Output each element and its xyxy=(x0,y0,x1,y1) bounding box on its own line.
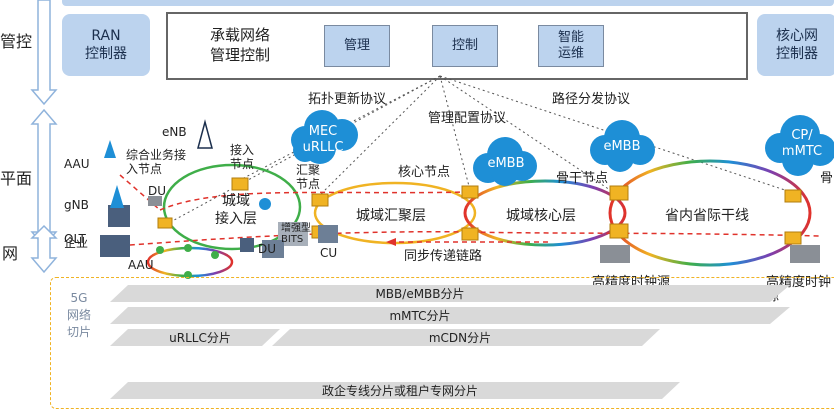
access-node-label: 接入 节点 xyxy=(230,143,255,171)
backbone-node-box-1 xyxy=(609,185,629,201)
slice-mcdn[interactable]: mCDN分片 xyxy=(428,331,492,345)
aau-bottom-label: AAU xyxy=(128,258,154,272)
arrow-access-double xyxy=(30,224,58,274)
slice-band-mcdn xyxy=(272,329,660,346)
integrated-access-node-box xyxy=(157,217,173,229)
core-node-box-2 xyxy=(461,227,479,241)
slice-mbb[interactable]: MBB/eMBB分片 xyxy=(375,287,465,301)
aau-top-label: AAU xyxy=(64,157,90,171)
cu-label: CU xyxy=(320,246,338,260)
slice-band-enterprise xyxy=(110,382,680,399)
cloud-label-embb-core: eMBB xyxy=(487,156,525,171)
slicing-label: 5G 网络 切片 xyxy=(66,291,91,339)
core-ring xyxy=(463,179,627,247)
slice-band-mmtc xyxy=(110,307,790,324)
cloud-label-embb-backbone: eMBB xyxy=(603,139,641,154)
backbone-ring-label: 省内省际干线 xyxy=(665,208,749,224)
gnb-label: gNB xyxy=(64,198,89,212)
aggregation-node-box-1 xyxy=(311,193,329,207)
cu-icon xyxy=(318,225,338,243)
layer-arrows xyxy=(30,0,58,274)
access-ring-label: 城域 接入层 xyxy=(215,193,257,227)
aggregation-node-label: 汇聚 节点 xyxy=(296,163,321,191)
backbone-ring xyxy=(608,159,812,267)
side-label-access-net: 网 xyxy=(2,244,19,263)
sync-arrow-head xyxy=(386,238,396,246)
sync-link-label: 同步传递链路 xyxy=(404,249,483,264)
aggregation-ring-label: 城域汇聚层 xyxy=(356,208,426,224)
slice-band-urllc xyxy=(110,329,280,346)
core-ring-label: 城域核心层 xyxy=(506,208,576,224)
management-button[interactable]: 管理 xyxy=(324,25,390,67)
cloud-label-mec-urllc: MEC uRLLC xyxy=(302,124,344,155)
top-banner xyxy=(62,0,834,6)
slice-bands xyxy=(110,285,790,399)
backbone-node-box-3 xyxy=(784,189,802,203)
enhanced-bits-label: 增强型 BITS xyxy=(281,223,311,245)
control-button[interactable]: 控制 xyxy=(432,25,498,67)
backbone-node-label: 骨干节点 xyxy=(556,171,609,186)
cloud-mec-urllc xyxy=(291,110,358,164)
slice-enterprise[interactable]: 政企专线分片或租户专网分片 xyxy=(321,384,478,398)
clock-source-1 xyxy=(600,245,630,263)
core-node-box-1 xyxy=(461,185,479,199)
du-top-label: DU xyxy=(148,184,167,198)
topology-update-protocol: 拓扑更新协议 xyxy=(308,92,387,107)
olt-icon xyxy=(108,205,130,227)
side-label-forwarding: 平面 xyxy=(0,169,33,188)
backbone-node-box-2 xyxy=(609,223,629,239)
slice-urllc[interactable]: uRLLC分片 xyxy=(169,331,231,345)
ran-controller[interactable]: RAN 控制器 xyxy=(62,14,150,76)
network-diagram xyxy=(100,75,834,279)
integrated-access-label: 综合业务接 入节点 xyxy=(126,148,187,176)
aau-tower-icon xyxy=(104,140,116,158)
cloud-embb-backbone xyxy=(590,120,655,172)
management-title: 承载网络 管理控制 xyxy=(209,26,270,64)
backbone-right-label: 骨 xyxy=(820,171,834,186)
access-node-box xyxy=(231,177,249,191)
enb-label: eNB xyxy=(162,125,187,139)
du-top-icon xyxy=(148,196,162,206)
sync-lines xyxy=(119,174,821,246)
smart-ops-button[interactable]: 智能 运维 xyxy=(538,25,604,67)
du-bottom-icon xyxy=(262,240,284,258)
core-node-label: 核心节点 xyxy=(398,165,451,180)
management-config-protocol: 管理配置协议 xyxy=(428,111,507,126)
olt-label: OLT xyxy=(64,232,86,246)
cloud-embb-core xyxy=(473,137,537,186)
equipment-icons xyxy=(100,119,338,279)
clouds xyxy=(291,110,834,186)
cloud-label-cp-mmtc: CP/ mMTC xyxy=(781,128,823,159)
du-bottom-label: DU xyxy=(258,242,277,256)
side-label-control: 管控 xyxy=(0,32,33,51)
cloud-cp-mmtc xyxy=(765,115,834,176)
enterprise-icon xyxy=(100,235,130,257)
backbone-node-box-4 xyxy=(784,231,802,245)
slice-band-mbb xyxy=(110,285,790,302)
du-box-icon xyxy=(240,238,254,252)
clock-source-2 xyxy=(790,245,820,263)
access-ring xyxy=(162,163,302,251)
slice-mmtc[interactable]: mMTC分片 xyxy=(389,309,451,323)
arrow-control-down xyxy=(30,0,58,106)
enterprise-label: 企业 xyxy=(64,236,89,250)
core-controller[interactable]: 核心网 控制器 xyxy=(757,14,834,76)
enb-tower-icon xyxy=(197,119,213,149)
antenna-icon xyxy=(259,198,271,210)
route-distribution-protocol: 路径分发协议 xyxy=(552,92,631,107)
gnb-tower-icon xyxy=(110,185,124,208)
